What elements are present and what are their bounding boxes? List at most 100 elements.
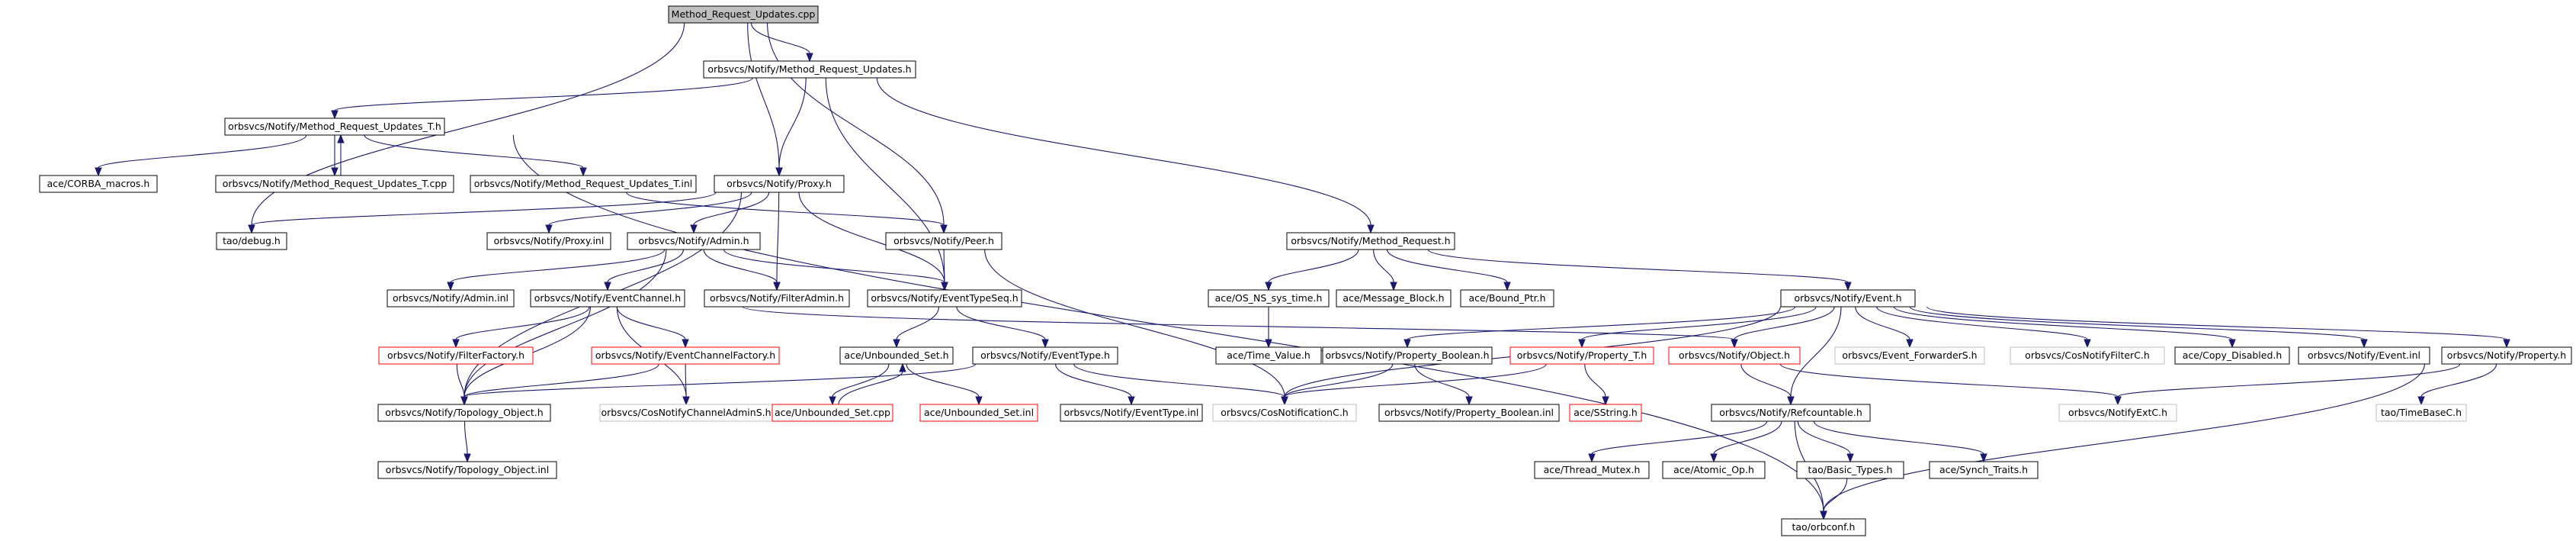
svg-text:ace/CORBA_macros.h: ace/CORBA_macros.h	[47, 178, 150, 189]
svg-text:orbsvcs/Notify/Topology_Object: orbsvcs/Notify/Topology_Object.inl	[386, 464, 549, 475]
edge-n_prop_t_h-to-n_cosnotc	[1281, 363, 1547, 406]
edge-n_unbset_h-to-n_unbset_inl	[906, 363, 983, 406]
edge-n_refcount-to-n_synch	[1813, 420, 1987, 463]
node-proxy-h[interactable]: orbsvcs/Notify/Proxy.h	[714, 175, 845, 193]
node-method-request-updates-cpp[interactable]: Method_Request_Updates.cpp	[668, 5, 819, 24]
edge-n_root-to-n_proxy_h	[747, 22, 783, 177]
svg-text:ace/Unbounded_Set.inl: ace/Unbounded_Set.inl	[924, 407, 1034, 418]
node-unbounded-set-inl[interactable]: ace/Unbounded_Set.inl	[919, 404, 1038, 422]
edge-n_admin_h-to-n_admin_inl	[447, 249, 666, 291]
node-cosnotifyfilterc-h[interactable]: orbsvcs/CosNotifyFilterC.h	[2010, 346, 2165, 365]
node-message-block-h[interactable]: ace/Message_Block.h	[1336, 289, 1452, 308]
node-filteradmin-h[interactable]: orbsvcs/Notify/FilterAdmin.h	[704, 289, 850, 308]
edge-n_prop_t_h-to-n_sstring	[1584, 363, 1609, 406]
edge-n_unbset_cpp-to-n_unbset_h	[838, 362, 906, 405]
edge-n_method_req-to-n_os_ns	[1265, 249, 1359, 291]
svg-text:orbsvcs/Notify/Event.h: orbsvcs/Notify/Event.h	[1794, 292, 1901, 304]
node-eventchannelfactory-h[interactable]: orbsvcs/Notify/EventChannelFactory.h	[591, 346, 780, 365]
node-os-ns-sys-time-h[interactable]: ace/OS_NS_sys_time.h	[1208, 289, 1330, 308]
node-eventtype-inl[interactable]: orbsvcs/Notify/EventType.inl	[1060, 404, 1203, 422]
edge-n_property_h-to-n_notifyext	[2114, 363, 2461, 406]
node-cosnotificationc-h[interactable]: orbsvcs/CosNotificationC.h	[1212, 404, 1357, 422]
svg-text:orbsvcs/Notify/Property_Boolea: orbsvcs/Notify/Property_Boolean.h	[1325, 349, 1489, 361]
node-refcountable-h[interactable]: orbsvcs/Notify/Refcountable.h	[1711, 404, 1871, 422]
node-property-boolean-h[interactable]: orbsvcs/Notify/Property_Boolean.h	[1322, 346, 1493, 365]
node-time-value-h[interactable]: ace/Time_Value.h	[1215, 346, 1322, 365]
edge-n_admin_h-to-n_topo_h	[460, 249, 667, 406]
node-cosnotifychanneladmins-h[interactable]: orbsvcs/CosNotifyChannelAdminS.h	[599, 404, 773, 422]
svg-text:orbsvcs/Notify/Proxy.h: orbsvcs/Notify/Proxy.h	[727, 178, 832, 189]
edge-n_method_req-to-n_boundptr	[1386, 249, 1511, 291]
node-method-request-updates-h[interactable]: orbsvcs/Notify/Method_Request_Updates.h	[703, 60, 916, 79]
node-property-boolean-inl[interactable]: orbsvcs/Notify/Property_Boolean.inl	[1378, 404, 1560, 422]
node-peer-h[interactable]: orbsvcs/Notify/Peer.h	[885, 232, 1002, 250]
node-admin-h[interactable]: orbsvcs/Notify/Admin.h	[627, 232, 761, 250]
node-thread-mutex-h[interactable]: ace/Thread_Mutex.h	[1534, 461, 1650, 479]
edge-n_object_h-to-n_refcount	[1740, 363, 1795, 406]
edge-n_mru_t_h-to-n_mru_t_inl	[364, 134, 587, 177]
node-event-forwarders-h[interactable]: orbsvcs/Event_ForwarderS.h	[1834, 346, 1985, 365]
svg-text:ace/Thread_Mutex.h: ace/Thread_Mutex.h	[1544, 464, 1641, 475]
edge-n_prop_bool_h-to-n_cosnotc	[1281, 363, 1394, 406]
node-unbounded-set-h[interactable]: ace/Unbounded_Set.h	[839, 346, 954, 365]
svg-text:orbsvcs/Notify/Refcountable.h: orbsvcs/Notify/Refcountable.h	[1719, 407, 1862, 418]
edge-n_event_h-to-n_prop_t_h	[1578, 306, 1817, 349]
node-orbconf-h[interactable]: tao/orbconf.h	[1781, 518, 1866, 536]
node-topology-object-inl[interactable]: orbsvcs/Notify/Topology_Object.inl	[377, 461, 557, 479]
node-object-h[interactable]: orbsvcs/Notify/Object.h	[1668, 346, 1801, 365]
edge-n_event_h-to-n_prop_bool_h	[1403, 306, 1796, 349]
node-method-request-h[interactable]: orbsvcs/Notify/Method_Request.h	[1286, 232, 1455, 250]
node-admin-inl[interactable]: orbsvcs/Notify/Admin.inl	[387, 289, 515, 308]
node-method-request-updates-t-inl[interactable]: orbsvcs/Notify/Method_Request_Updates_T.…	[470, 175, 697, 193]
edge-n_mru_t_inl-to-n_peer_h	[626, 192, 948, 234]
svg-text:ace/SString.h: ace/SString.h	[1574, 407, 1638, 418]
node-atomic-op-h[interactable]: ace/Atomic_Op.h	[1662, 461, 1766, 479]
svg-text:orbsvcs/Notify/FilterAdmin.h: orbsvcs/Notify/FilterAdmin.h	[710, 292, 844, 304]
node-property-h[interactable]: orbsvcs/Notify/Property.h	[2441, 346, 2572, 365]
edge-n_mru_t_cpp-to-n_mru_t_h	[337, 134, 345, 176]
svg-text:orbsvcs/Notify/EventTypeSeq.h: orbsvcs/Notify/EventTypeSeq.h	[871, 292, 1018, 304]
svg-text:orbsvcs/Notify/FilterFactory.h: orbsvcs/Notify/FilterFactory.h	[387, 349, 525, 361]
svg-text:orbsvcs/Notify/Topology_Object: orbsvcs/Notify/Topology_Object.h	[385, 407, 543, 418]
node-copy-disabled-h[interactable]: ace/Copy_Disabled.h	[2174, 346, 2290, 365]
edge-n_evtypeseq-to-n_eventtype_h	[956, 306, 1049, 349]
node-corba-macros-h[interactable]: ace/CORBA_macros.h	[39, 175, 158, 193]
nodes-layer: Method_Request_Updates.cpp orbsvcs/Notif…	[39, 5, 2572, 536]
edge-n_property_h-to-n_timebase	[2417, 363, 2497, 406]
svg-text:orbsvcs/Notify/Property_T.h: orbsvcs/Notify/Property_T.h	[1517, 349, 1647, 361]
node-eventchannel-h[interactable]: orbsvcs/Notify/EventChannel.h	[530, 289, 685, 308]
node-synch-traits-h[interactable]: ace/Synch_Traits.h	[1929, 461, 2039, 479]
node-event-inl[interactable]: orbsvcs/Notify/Event.inl	[2298, 346, 2430, 365]
node-topology-object-h[interactable]: orbsvcs/Notify/Topology_Object.h	[377, 404, 551, 422]
svg-text:ace/OS_NS_sys_time.h: ace/OS_NS_sys_time.h	[1215, 292, 1323, 304]
node-notifyextc-h[interactable]: orbsvcs/NotifyExtC.h	[2058, 404, 2177, 422]
edge-n_event_h-to-n_cosfilter	[1876, 306, 2091, 349]
node-filterfactory-h[interactable]: orbsvcs/Notify/FilterFactory.h	[378, 346, 534, 365]
svg-text:orbsvcs/Notify/Method_Request_: orbsvcs/Notify/Method_Request_Updates_T.…	[474, 178, 693, 189]
svg-text:orbsvcs/Notify/Method_Request_: orbsvcs/Notify/Method_Request_Updates_T.…	[223, 178, 448, 189]
node-unbounded-set-cpp[interactable]: ace/Unbounded_Set.cpp	[772, 404, 893, 422]
svg-text:orbsvcs/Event_ForwarderS.h: orbsvcs/Event_ForwarderS.h	[1842, 349, 1977, 361]
edge-n_eventchannel-to-n_filterfactory	[452, 306, 590, 349]
node-method-request-updates-t-cpp[interactable]: orbsvcs/Notify/Method_Request_Updates_T.…	[215, 175, 454, 193]
node-basic-types-h[interactable]: tao/Basic_Types.h	[1796, 461, 1904, 479]
node-proxy-inl[interactable]: orbsvcs/Notify/Proxy.inl	[486, 232, 611, 250]
node-tao-debug-h[interactable]: tao/debug.h	[216, 232, 287, 250]
svg-text:orbsvcs/Notify/Object.h: orbsvcs/Notify/Object.h	[1679, 349, 1790, 361]
node-method-request-updates-t-h[interactable]: orbsvcs/Notify/Method_Request_Updates_T.…	[224, 118, 445, 136]
edge-n_peer_h-to-n_cosnotc	[984, 249, 1288, 406]
node-timebasec-h[interactable]: tao/TimeBaseC.h	[2376, 404, 2467, 422]
node-bound-ptr-h[interactable]: ace/Bound_Ptr.h	[1460, 289, 1554, 308]
edge-n_event_h-to-n_event_inl	[1909, 306, 2368, 349]
svg-text:orbsvcs/Notify/Peer.h: orbsvcs/Notify/Peer.h	[893, 235, 994, 246]
node-eventtype-h[interactable]: orbsvcs/Notify/EventType.h	[972, 346, 1118, 365]
node-eventtypeseq-h[interactable]: orbsvcs/Notify/EventTypeSeq.h	[867, 289, 1022, 308]
node-sstring-h[interactable]: ace/SString.h	[1569, 404, 1642, 422]
edge-n_topo_h-to-n_topo_inl	[464, 420, 471, 463]
svg-text:ace/Copy_Disabled.h: ace/Copy_Disabled.h	[2183, 349, 2282, 361]
edge-n_object_h-to-n_notifyext	[1779, 363, 2122, 406]
node-event-h[interactable]: orbsvcs/Notify/Event.h	[1780, 289, 1916, 308]
node-property-t-h[interactable]: orbsvcs/Notify/Property_T.h	[1509, 346, 1654, 365]
svg-text:orbsvcs/Notify/Event.inl: orbsvcs/Notify/Event.inl	[2308, 349, 2420, 361]
